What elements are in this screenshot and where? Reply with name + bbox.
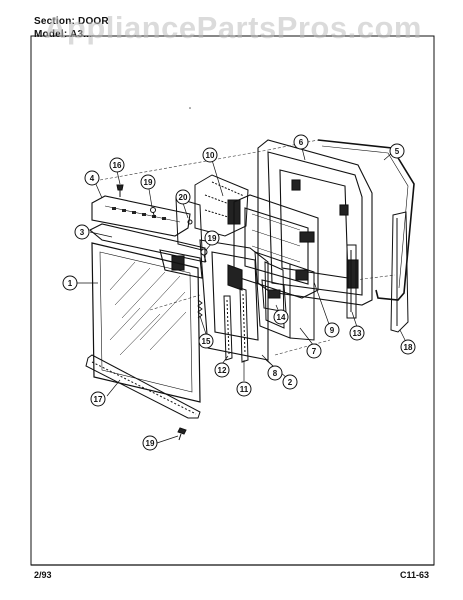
callout-20: 20 — [179, 193, 188, 202]
callout-14: 14 — [277, 313, 286, 322]
frame-border — [30, 35, 435, 566]
callout-19-top: 19 — [144, 178, 153, 187]
part-outer-glass-door — [91, 242, 201, 403]
part-glass-frame — [89, 223, 206, 279]
part-insulation — [194, 174, 249, 237]
callout-11: 11 — [240, 385, 249, 394]
part-screw-bottom — [177, 427, 187, 441]
callout-2: 2 — [288, 378, 293, 387]
revision-date: 2/93 — [34, 570, 52, 580]
part-screw-top-left — [116, 184, 124, 197]
callout-circles — [62, 134, 416, 451]
part-inner-panel — [254, 251, 315, 341]
page-code: C11-63 — [400, 570, 430, 580]
callout-19-mid: 19 — [208, 234, 217, 243]
part-hinge-left — [223, 295, 233, 361]
callout-9: 9 — [330, 326, 335, 335]
part-screw-top-right — [150, 207, 156, 219]
callout-5: 5 — [395, 147, 400, 156]
part-spring — [197, 299, 203, 319]
dot-marker — [189, 107, 191, 109]
part-hinge-right — [239, 287, 249, 363]
callout-6: 6 — [299, 138, 304, 147]
callout-17: 17 — [94, 395, 103, 404]
model-number: Model: A3... — [34, 29, 93, 40]
callout-16: 16 — [113, 161, 122, 170]
callout-7: 7 — [312, 347, 317, 356]
callout-10: 10 — [206, 151, 215, 160]
callout-1: 1 — [68, 279, 73, 288]
part-outer-panel — [257, 139, 373, 306]
part-side-trim — [390, 211, 409, 333]
part-side-bracket — [346, 244, 357, 319]
callout-13: 13 — [353, 329, 362, 338]
callout-15: 15 — [202, 337, 211, 346]
callout-12: 12 — [218, 366, 227, 375]
callout-8: 8 — [273, 369, 278, 378]
part-bottom-trim — [85, 354, 201, 419]
callout-3: 3 — [80, 228, 85, 237]
part-door-liner — [199, 239, 269, 361]
callout-19-bottom: 19 — [146, 439, 155, 448]
callout-labels: 1 2 3 4 5 6 7 8 9 10 11 12 13 14 15 16 1… — [68, 138, 413, 448]
part-top-trim — [91, 195, 191, 237]
section-title: Section: DOOR — [34, 16, 109, 27]
callout-18: 18 — [404, 343, 413, 352]
callout-4: 4 — [90, 174, 95, 183]
watermark-text: AppliancePartsPros.com — [44, 10, 422, 45]
